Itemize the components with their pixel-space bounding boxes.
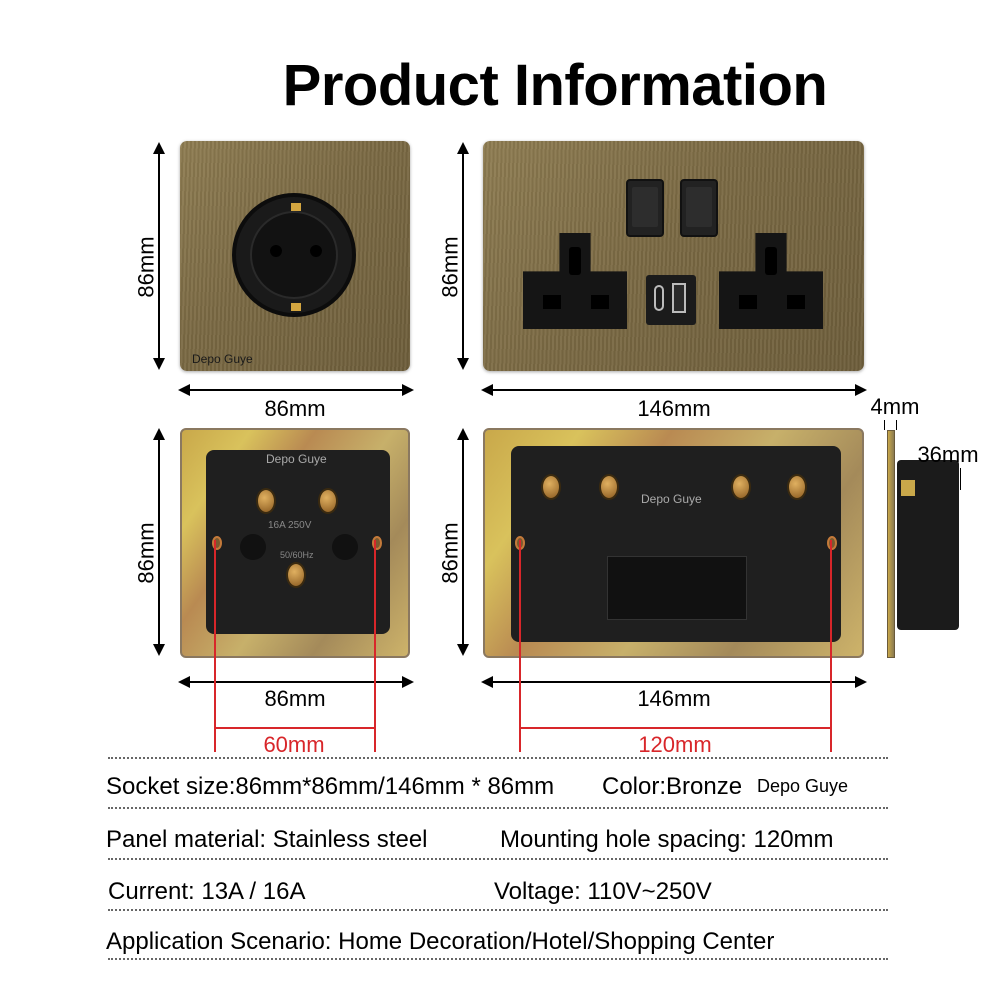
schuko-outlet (232, 193, 356, 317)
usb-a-icon (672, 283, 686, 313)
usb-port-block (646, 275, 696, 325)
single-width-label: 86mm (264, 396, 326, 421)
spec-application: Application Scenario: Home Decoration/Ho… (106, 928, 775, 955)
spec-material: Panel material: Stainless steel (106, 826, 428, 853)
single-freq-label: 50/60Hz (280, 550, 314, 560)
double-socket-front (483, 141, 864, 371)
double-height-label: 86mm (437, 236, 463, 298)
single-hole-spacing-label: 60mm (263, 732, 325, 757)
brand-mark-front: Depo Guye (192, 352, 253, 366)
spec-mounting: Mounting hole spacing: 120mm (500, 826, 834, 853)
back-brand-single: Depo Guye (266, 452, 327, 466)
double-width-label: 146mm (637, 396, 711, 421)
double-back-width-label: 146mm (637, 686, 711, 711)
universal-outlet-right (719, 233, 823, 329)
double-hole-spacing-label: 120mm (638, 732, 712, 757)
double-socket-back: Depo Guye (483, 428, 864, 658)
switch-left (626, 179, 664, 237)
single-socket-front: Depo Guye (180, 141, 410, 371)
universal-outlet-left (523, 233, 627, 329)
back-brand-double: Depo Guye (641, 492, 702, 506)
spec-color: Color:Bronze (602, 773, 743, 800)
single-back-body: Depo Guye 16A 250V 50/60Hz (206, 450, 390, 634)
side-profile (887, 430, 967, 658)
single-socket-back: Depo Guye 16A 250V 50/60Hz (180, 428, 410, 658)
single-height-label: 86mm (133, 236, 159, 298)
double-back-body: Depo Guye (511, 446, 841, 642)
total-depth-label: 36mm (917, 442, 979, 467)
usb-c-icon (654, 285, 664, 311)
single-back-width-label: 86mm (264, 686, 326, 711)
single-back-height-label: 86mm (133, 522, 159, 584)
switch-right (680, 179, 718, 237)
brand-mark-specs: Depo Guye (757, 776, 849, 796)
spec-size: Socket size:86mm*86mm/146mm * 86mm (106, 773, 555, 800)
double-back-height-label: 86mm (437, 522, 463, 584)
page-title: Product Information (282, 53, 828, 118)
single-rating-label: 16A 250V (268, 520, 312, 531)
spec-voltage: Voltage: 110V~250V (494, 878, 712, 905)
plate-depth-label: 4mm (870, 394, 920, 419)
spec-current: Current: 13A / 16A (108, 878, 306, 905)
